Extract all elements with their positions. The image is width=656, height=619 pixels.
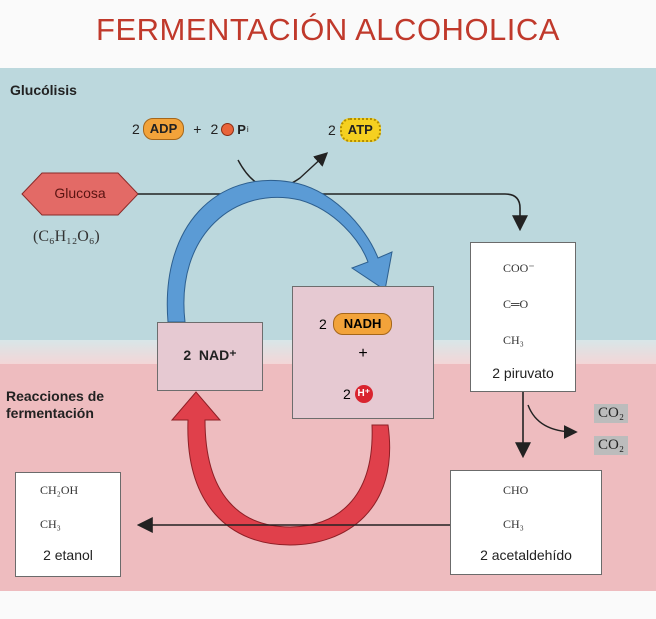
ethanol-label: 2 etanol	[43, 547, 93, 563]
pi-coef: 2	[210, 121, 219, 137]
pi-subscript: i	[246, 124, 249, 134]
fermentation-label-line1: Reacciones de	[6, 388, 105, 404]
fermentation-label-line2: fermentación	[6, 405, 94, 421]
glycolysis-label: Glucólisis	[10, 82, 77, 98]
pyruvate-ch3: CH₃	[503, 333, 524, 347]
h-row: 2 H⁺	[343, 385, 373, 403]
atp-coef: 2	[328, 122, 336, 138]
nadh-pill: NADH	[332, 313, 393, 335]
pyruvate-label: 2 piruvato	[492, 365, 554, 381]
proton-icon: H⁺	[354, 385, 373, 403]
acetaldehyde-box: CHO CH₃ 2 acetaldehído	[450, 470, 602, 575]
acetaldehyde-cho: CHO	[503, 483, 529, 497]
pyruvate-coo: COO⁻	[503, 261, 535, 275]
glucose-to-pyruvate-arrow	[138, 193, 528, 232]
ethanol-ch3: CH₃	[40, 517, 61, 531]
red-oxidation-arrow	[170, 391, 391, 546]
atp-output: 2 ATP	[328, 118, 381, 142]
ethanol-ch2oh: CH₂OH	[40, 483, 79, 497]
blue-reduction-arrow	[166, 180, 393, 323]
pi-label: P	[237, 121, 246, 137]
nadh-plus: +	[358, 345, 368, 362]
nad-box: 2 NAD⁺	[157, 322, 263, 391]
nadh-coef: 2	[319, 316, 327, 332]
nadh-box: 2 NADH + 2 H⁺	[292, 286, 434, 419]
co2-label-1: CO₂	[594, 404, 629, 423]
nad-label: 2 NAD⁺	[183, 347, 237, 363]
ethanol-box: CH₂OH CH₃ 2 etanol	[15, 472, 121, 577]
acetaldehyde-ch3: CH₃	[503, 517, 524, 531]
pyruvate-box: COO⁻ C═O CH₃ 2 piruvato	[470, 242, 576, 392]
atp-star-icon: ATP	[339, 118, 381, 142]
co2-release-arrow	[527, 404, 578, 439]
glucose-label: Glucosa	[54, 185, 106, 201]
plus-sign: +	[193, 121, 202, 137]
fermentation-label: Reacciones de fermentación	[6, 388, 104, 422]
adp-coef: 2	[132, 121, 140, 137]
nadh-row: 2 NADH	[319, 313, 393, 335]
page-title: FERMENTACIÓN ALCOHOLICA	[96, 12, 560, 47]
glucose-formula: (C₆H₁₂O₆)	[33, 228, 100, 245]
phosphate-icon	[221, 122, 235, 136]
acetaldehyde-label: 2 acetaldehído	[480, 547, 572, 563]
pyruvate-carbonyl: C═O	[503, 297, 529, 311]
adp-pill: ADP	[142, 118, 185, 140]
h-coef: 2	[343, 386, 351, 402]
co2-label-2: CO₂	[594, 436, 629, 455]
